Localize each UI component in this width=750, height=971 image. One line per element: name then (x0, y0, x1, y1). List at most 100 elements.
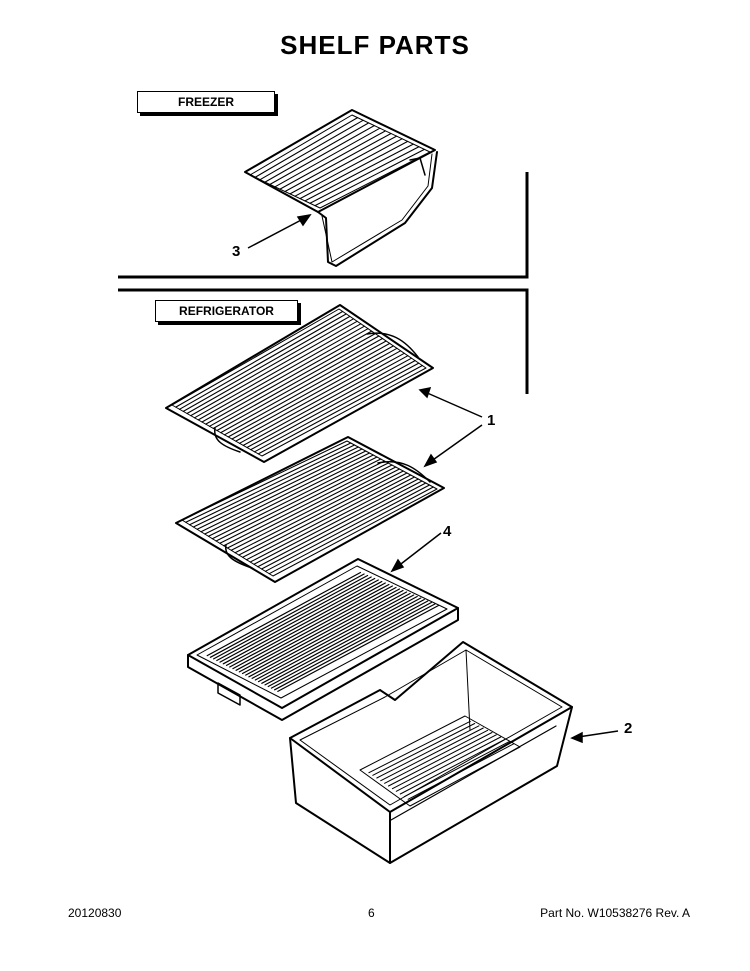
footer-page-number: 6 (368, 906, 375, 920)
drawer-rib (399, 738, 506, 795)
footer-part-number: Part No. W10538276 Rev. A (540, 906, 690, 920)
freezer-section-label: FREEZER (137, 91, 275, 113)
cover-rib (238, 586, 397, 673)
shelf-wire-bar (197, 325, 365, 421)
cover-rib (245, 589, 404, 676)
shelf-wire-bar (231, 347, 398, 440)
drawer-rib (376, 725, 480, 779)
shelf-wire-bar (215, 458, 382, 542)
shelf-wire-bar (253, 478, 419, 565)
shelf-wire-bar (226, 464, 393, 549)
cover-rib (222, 579, 379, 665)
shelf-wire-bar (254, 117, 359, 178)
shelf-wire-bar (304, 143, 414, 202)
shelf-wire-bar (249, 476, 416, 563)
drawer-rib (391, 734, 497, 790)
leader-line-2 (577, 730, 619, 738)
cover-rib (274, 603, 436, 691)
shelf-wire-bar (175, 310, 344, 408)
cover-rib (257, 595, 418, 683)
shelf-wire-bar (193, 323, 362, 419)
shelf-wire-bar (289, 135, 398, 195)
cover-rib (254, 594, 415, 681)
shelf-wire-bar (238, 352, 405, 444)
crisper-drawer (289, 641, 573, 864)
shelf-wire-bar (201, 328, 369, 423)
shelf-wire-bar (261, 482, 427, 570)
drawer-rib (395, 736, 502, 792)
shelf-wire-bar (284, 132, 392, 193)
drawer-rib (388, 732, 493, 787)
crisper-cover (187, 558, 459, 721)
shelf-wire-bar (268, 486, 434, 575)
shelf-wire-bar (279, 130, 386, 190)
leader-line-4 (396, 532, 442, 568)
cover-rib (248, 591, 408, 678)
shelf-wire-bar (182, 315, 351, 412)
cover-rib (270, 601, 432, 689)
shelf-wire-bar (207, 454, 374, 537)
refrigerator-shelf-lower (175, 436, 445, 583)
drawer-rib (403, 741, 510, 798)
shelf-wire-bar (186, 318, 355, 415)
drawer-rib (368, 720, 471, 774)
cover-rib (264, 598, 425, 686)
arrow-1-upper (418, 387, 432, 399)
leader-line-1-upper (424, 391, 483, 418)
callout-crisper-cover: 4 (443, 523, 452, 540)
callout-refrigerator-shelf: 1 (487, 412, 496, 429)
shelf-wire-bar (178, 313, 347, 410)
cover-rib (277, 604, 440, 693)
shelf-wire-bar (299, 140, 409, 200)
shelf-wire-bar (234, 468, 401, 554)
shelf-wire-bar (264, 122, 370, 183)
shelf-wire-bar (264, 484, 431, 572)
shelf-wire-bar (259, 119, 364, 181)
shelf-wire-bar (250, 360, 416, 451)
shelf-wire-bar (205, 330, 373, 425)
refrigerator-divider-line (118, 288, 529, 394)
shelf-wire-bar (189, 444, 356, 526)
freezer-wire-shelf (244, 109, 438, 267)
cover-rib (206, 571, 362, 657)
shelf-wire-bar (257, 364, 423, 455)
cover-rib (229, 582, 386, 668)
shelf-wire-bar (219, 460, 386, 544)
cover-rib (219, 577, 376, 663)
cover-rib (251, 592, 411, 680)
arrow-2 (570, 731, 583, 744)
arrow-1-lower (423, 453, 438, 468)
cover-rib (241, 588, 401, 675)
shelf-wire-bar (314, 148, 425, 207)
shelf-wire-bar (223, 342, 391, 436)
shelf-wire-bar (257, 480, 423, 568)
drawer-rib (380, 727, 484, 782)
shelf-wire-bar (235, 350, 402, 442)
cover-rib (261, 597, 422, 684)
drawer-rib (407, 743, 515, 800)
shelf-wire-bar (192, 446, 359, 528)
shelf-wire-bar (211, 456, 378, 540)
shelf-wire-bar (204, 452, 371, 535)
cover-rib (216, 576, 372, 662)
cover-rib (209, 573, 365, 658)
drawer-rib (372, 723, 476, 776)
refrigerator-section-label: REFRIGERATOR (155, 300, 298, 322)
section-dividers (118, 172, 529, 394)
shelf-wire-bar (294, 138, 403, 197)
leader-line-3 (247, 217, 306, 249)
shelf-wire-bar (208, 333, 376, 427)
cover-rib (225, 580, 383, 667)
shelf-wire-bar (200, 450, 367, 533)
cover-rib (267, 600, 429, 688)
cover-rib (213, 574, 369, 660)
shelf-wire-bar (223, 462, 389, 547)
shelf-wire-bar (220, 340, 387, 434)
leader-line-1-lower (429, 424, 483, 463)
shelf-wire-bar (230, 466, 397, 551)
cover-rib (232, 583, 390, 670)
shelf-wire-bar (242, 472, 408, 558)
arrow-4 (390, 558, 405, 573)
shelf-wire-bar (238, 470, 404, 556)
